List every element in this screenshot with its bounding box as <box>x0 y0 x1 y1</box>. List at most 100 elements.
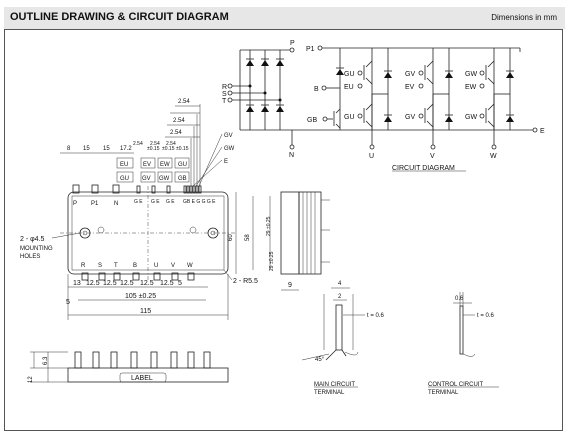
circuit-label-b: B <box>314 86 319 93</box>
dim-pitch-a: ±0.15 <box>147 146 160 152</box>
circuit-label-gb: GB <box>307 117 317 124</box>
main-dim-4: 4 <box>338 281 342 287</box>
pin-label-u: U <box>154 263 158 269</box>
control-terminal-body <box>459 305 464 355</box>
dim-top-15a: 15 <box>83 146 90 152</box>
control-dim: 0.6 <box>455 296 464 302</box>
rectifier-bridge <box>227 50 284 130</box>
dim-pitch-c: ±0.15 <box>176 146 189 152</box>
dim-29a: 29 ±0.25 <box>266 216 272 236</box>
outline-side-view: 9 <box>280 191 330 291</box>
pin-label-r: R <box>81 263 86 269</box>
circuit-caption: CIRCUIT DIAGRAM <box>392 165 455 172</box>
pin-label-gv-small: G E <box>151 199 160 205</box>
label-text: LABEL <box>131 375 153 382</box>
side-base <box>298 191 322 275</box>
circuit-gate-gv-low: GV <box>405 114 415 121</box>
dim-top-254f: 2.54 <box>178 99 190 105</box>
circuit-gate-gw-low: GW <box>465 114 477 121</box>
pin-box-ev: EV <box>143 162 151 168</box>
control-thickness: t = 0.6 <box>477 313 495 319</box>
dim-bot-125c: 12.5 <box>120 280 134 287</box>
circuit-label-e: E <box>540 128 545 135</box>
dim-top-254c: 2.54 <box>166 141 176 147</box>
pin-label-t: T <box>114 263 118 269</box>
inverter-legs <box>357 48 514 150</box>
circuit-gate-gw: GW <box>465 71 477 78</box>
circuit-gate-gu: GU <box>344 71 355 78</box>
circuit-diagram: P R S T N P1 B GB <box>222 40 545 172</box>
pin-label-p1: P1 <box>91 201 99 207</box>
control-pin-boxes <box>116 157 190 183</box>
circuit-emit-eu: EU <box>344 84 354 91</box>
outline-top-view: P P1 N G E G E G E GB E G G G E EU GU EV… <box>20 99 275 320</box>
pin-label-gb-small: GB E G G G E <box>183 199 216 205</box>
circuit-gate-gv: GV <box>405 71 415 78</box>
dim-60: 60 <box>228 234 234 241</box>
control-caption-1: CONTROL CIRCUIT <box>428 382 483 388</box>
control-caption-2: TERMINAL <box>428 390 459 396</box>
dim-bot-125e: 12.5 <box>160 280 174 287</box>
screw-point-left <box>97 226 105 234</box>
pin-label-gw-small: G E <box>166 199 175 205</box>
header-bar <box>4 7 565 29</box>
drawing-frame <box>4 29 563 431</box>
dim-bot-125b: 12.5 <box>103 280 117 287</box>
callout-e: E <box>224 159 228 165</box>
dim-58: 58 <box>245 234 251 241</box>
mounting-label-a: MOUNTING <box>20 246 53 252</box>
dim-6-3: 6.3 <box>43 356 49 365</box>
dim-top-254a: 2.54 <box>133 141 143 147</box>
bottom-pins <box>74 351 211 369</box>
dim-bot-13: 13 <box>73 280 81 287</box>
main-caption-2: TERMINAL <box>314 390 345 396</box>
screw-point-right <box>189 226 197 234</box>
dim-115: 115 <box>140 308 151 315</box>
pin-box-gu: GU <box>120 176 129 182</box>
pin-box-gu2: GU <box>178 162 187 168</box>
dim-top-254e: 2.54 <box>173 118 185 124</box>
control-terminal-detail: 0.6 t = 0.6 CONTROL CIRCUIT TERMINAL <box>428 292 499 396</box>
main-thickness: t = 0.6 <box>367 313 385 319</box>
units-note: Dimensions in mm <box>491 13 557 22</box>
side-dim-9: 9 <box>288 282 292 289</box>
main-terminal-body <box>335 304 343 351</box>
pin-label-gu-small: G E <box>134 199 143 205</box>
circuit-out-u: U <box>369 153 374 160</box>
dim-bot-125f: 5 <box>178 280 182 287</box>
circuit-label-s: S <box>222 91 227 98</box>
side-body <box>280 191 300 275</box>
dim-12: 12 <box>28 376 34 383</box>
circuit-label-p: P <box>290 40 295 47</box>
pin-box-ew: EW <box>160 162 170 168</box>
circuit-out-w: W <box>490 153 497 160</box>
dim-top-254b: 2.54 <box>150 141 160 147</box>
pin-label-v: V <box>171 263 175 269</box>
dim-bot-125d: 12.5 <box>140 280 154 287</box>
circuit-label-p1: P1 <box>306 46 315 53</box>
pin-box-gw: GW <box>159 176 170 182</box>
page-title: OUTLINE DRAWING & CIRCUIT DIAGRAM <box>10 11 229 23</box>
dim-105: 105 ±0.25 <box>125 293 156 300</box>
circuit-label-t: T <box>222 98 227 105</box>
pin-box-gb: GB <box>178 176 187 182</box>
pin-label-p: P <box>73 201 77 207</box>
main-angle: 45° <box>315 357 325 363</box>
circuit-emit-ev: EV <box>405 84 415 91</box>
dim-top-8: 8 <box>67 146 71 152</box>
radius-dim: 2 - R5.5 <box>233 278 258 285</box>
dim-bot-125a: 12.5 <box>86 280 100 287</box>
main-caption-1: MAIN CIRCUIT <box>314 382 355 388</box>
circuit-out-v: V <box>430 153 435 160</box>
callout-gv: GV <box>224 133 233 139</box>
pin-label-w: W <box>187 263 193 269</box>
circuit-emit-ew: EW <box>465 84 477 91</box>
callout-gw: GW <box>224 146 235 152</box>
dim-29b: 29 ±0.25 <box>269 251 275 271</box>
bottom-pin-stubs <box>81 272 195 281</box>
pin-box-eu: EU <box>120 162 128 168</box>
main-dim-2: 2 <box>338 294 342 300</box>
pin-label-b: B <box>133 263 137 269</box>
